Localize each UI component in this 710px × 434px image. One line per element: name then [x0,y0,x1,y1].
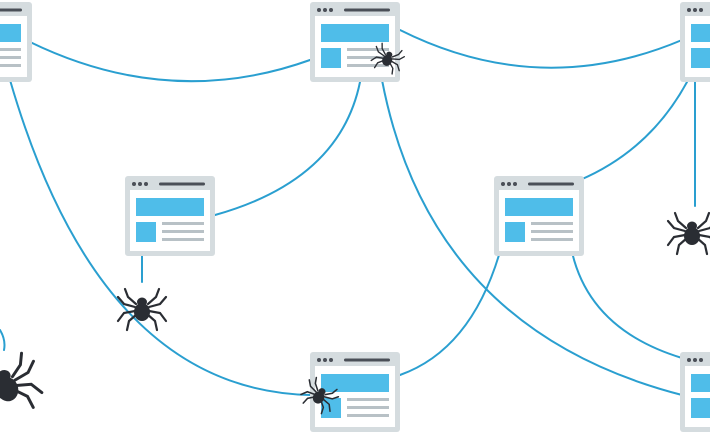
link-line [381,79,683,396]
link-line [29,41,311,83]
link-lines [0,29,696,396]
link-line [579,81,688,181]
link-line [0,329,6,351]
webpage-window-icon [310,2,400,82]
webpage-window-icon [680,352,710,432]
link-line [571,251,683,359]
link-line [9,79,311,396]
link-line [399,29,683,69]
webpage-window-icon [680,2,710,82]
link-line [399,254,500,376]
spider-icon [0,349,47,423]
link-line [214,81,361,216]
spider-icon [666,211,710,256]
webpage-window-icon [0,2,32,82]
webpage-window-icon [494,176,584,256]
webpage-window-icon [125,176,215,256]
